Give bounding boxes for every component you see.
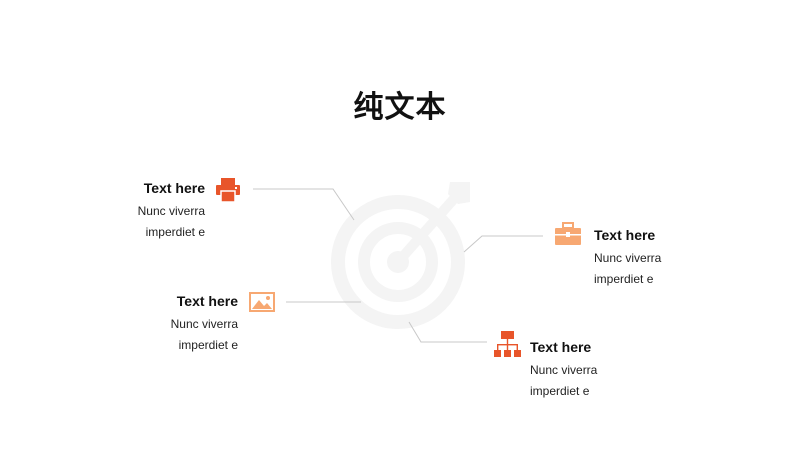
target-icon — [331, 182, 470, 329]
item-desc-line2: imperdiet e — [145, 225, 205, 239]
text-block-3: Text here Nunc viverra imperdiet e — [594, 227, 714, 290]
connector-line — [463, 235, 543, 253]
connector-line — [408, 321, 487, 343]
printer-icon — [216, 178, 240, 203]
item-heading: Text here — [176, 293, 238, 309]
item-desc-line2: imperdiet e — [530, 384, 590, 398]
item-heading: Text here — [594, 227, 656, 243]
item-desc-line1: Nunc viverra — [594, 251, 662, 265]
connector-line — [253, 188, 355, 221]
item-heading: Text here — [530, 339, 592, 355]
text-block-4: Text here Nunc viverra imperdiet e — [530, 339, 650, 402]
text-block-2: Text here Nunc viverra imperdiet e — [133, 293, 238, 356]
org-chart-icon — [494, 331, 521, 357]
item-desc-line1: Nunc viverra — [170, 317, 238, 331]
slide-title: 纯文本 — [353, 90, 447, 125]
briefcase-icon — [555, 222, 581, 245]
item-desc-line2: imperdiet e — [178, 338, 238, 352]
item-desc-line2: imperdiet e — [594, 272, 654, 286]
item-desc-line1: Nunc viverra — [137, 204, 205, 218]
item-heading: Text here — [143, 180, 205, 196]
item-desc-line1: Nunc viverra — [530, 363, 598, 377]
text-block-1: Text here Nunc viverra imperdiet e — [100, 180, 205, 243]
image-icon — [249, 292, 275, 312]
